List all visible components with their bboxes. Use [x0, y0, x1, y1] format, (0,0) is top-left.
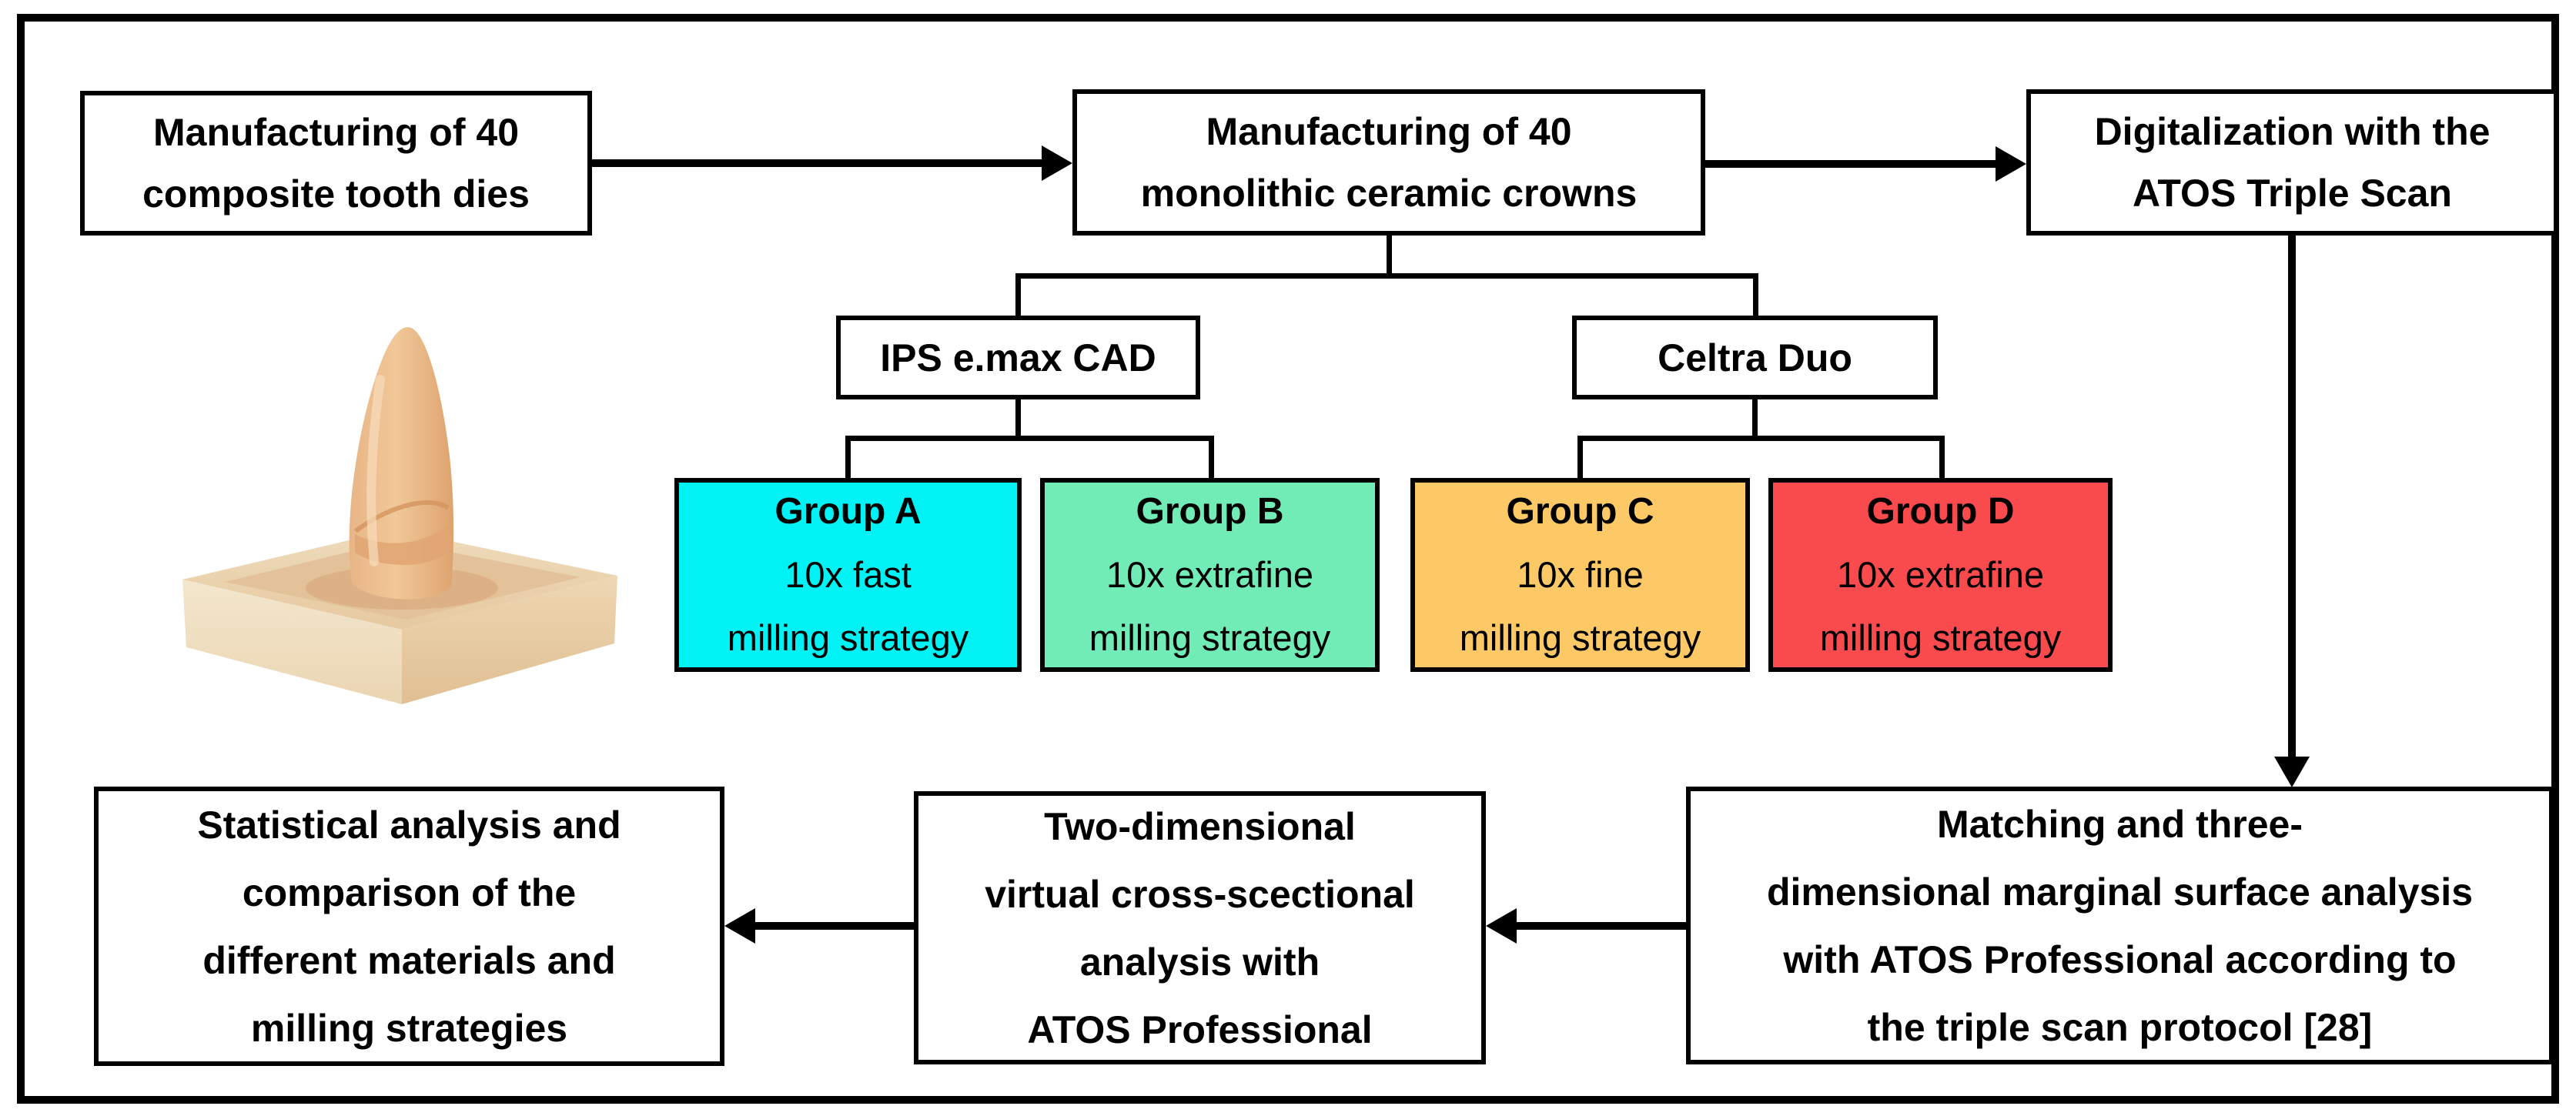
box-text-line: ATOS Professional	[1027, 1007, 1373, 1051]
connector-crowns-stem	[1387, 234, 1392, 277]
group-text-line: milling strategy	[727, 617, 969, 658]
connector-celtra-crossbar	[1577, 436, 1945, 441]
box-text-line: ATOS Triple Scan	[2133, 172, 2452, 215]
connector-emax-crossbar	[845, 436, 1214, 441]
connector-drop-group-b	[1209, 438, 1214, 479]
arrowhead-right-icon	[1042, 145, 1072, 181]
box-text-line: milling strategies	[250, 1006, 568, 1050]
box-text-line: Celtra Duo	[1658, 336, 1852, 379]
group-title: Group C	[1506, 491, 1654, 532]
connector-drop-group-a	[845, 438, 851, 479]
box-text-line: analysis with	[1079, 940, 1320, 984]
flow-box-statistical-analysis: Statistical analysis and comparison of t…	[94, 787, 724, 1066]
flow-box-celtra-duo: Celtra Duo	[1572, 316, 1938, 399]
box-text-line: IPS e.max CAD	[880, 336, 1156, 379]
arrow-line-digitalization-to-matching	[2288, 236, 2296, 759]
group-c-box: Group C 10x fine milling strategy	[1410, 478, 1750, 672]
arrowhead-right-icon	[1996, 146, 2026, 182]
box-text-line: composite tooth dies	[142, 172, 530, 216]
flow-box-ips-emax-cad: IPS e.max CAD	[836, 316, 1200, 399]
group-title: Group A	[774, 491, 922, 532]
connector-drop-celtra	[1753, 276, 1758, 317]
arrow-line-matching-to-2d	[1515, 922, 1686, 930]
flow-box-cross-sectional-analysis: Two-dimensional virtual cross-scectional…	[914, 791, 1486, 1064]
group-text-line: milling strategy	[1459, 617, 1701, 658]
connector-drop-emax	[1015, 276, 1021, 317]
flow-box-composite-tooth-dies: Manufacturing of 40 composite tooth dies	[80, 91, 592, 236]
box-text-line: Statistical analysis and	[197, 803, 621, 847]
connector-materials-crossbar	[1015, 273, 1758, 279]
flow-box-ceramic-crowns: Manufacturing of 40 monolithic ceramic c…	[1072, 89, 1705, 236]
group-text-line: milling strategy	[1089, 617, 1331, 658]
group-text-line: 10x fine	[1517, 554, 1644, 595]
box-text-line: dimensional marginal surface analysis	[1766, 870, 2474, 914]
group-text-line: 10x fast	[785, 554, 912, 595]
arrow-line-dies-to-crowns	[592, 159, 1043, 167]
group-title: Group B	[1136, 491, 1284, 532]
group-text-line: milling strategy	[1819, 617, 2062, 658]
group-b-box: Group B 10x extrafine milling strategy	[1040, 478, 1380, 672]
box-text-line: different materials and	[202, 938, 616, 982]
box-text-line: monolithic ceramic crowns	[1140, 172, 1638, 215]
composite-tooth-die-photo	[182, 327, 617, 704]
group-a-box: Group A 10x fast milling strategy	[674, 478, 1022, 672]
flow-box-digitalization: Digitalization with the ATOS Triple Scan	[2026, 89, 2558, 236]
group-title: Group D	[1866, 491, 2015, 532]
box-text-line: Digitalization with the	[2094, 110, 2491, 153]
connector-drop-group-d	[1939, 438, 1945, 479]
box-text-line: Matching and three-	[1936, 802, 2303, 846]
box-text-line: Two-dimensional	[1044, 804, 1356, 848]
box-text-line: Manufacturing of 40	[152, 111, 520, 154]
box-text-line: virtual cross-scectional	[985, 872, 1415, 916]
box-text-line: comparison of the	[242, 870, 577, 914]
group-d-box: Group D 10x extrafine milling strategy	[1768, 478, 2113, 672]
arrow-line-crowns-to-digitalization	[1705, 160, 1998, 168]
box-text-line: with ATOS Professional according to	[1783, 937, 2457, 981]
group-text-line: 10x extrafine	[1106, 554, 1314, 595]
flow-box-matching-analysis: Matching and three- dimensional marginal…	[1686, 787, 2554, 1064]
arrowhead-down-icon	[2274, 757, 2310, 787]
connector-emax-stem	[1015, 398, 1021, 438]
connector-drop-group-c	[1577, 438, 1583, 479]
box-text-line: Manufacturing of 40	[1206, 110, 1572, 153]
arrowhead-left-icon	[1486, 908, 1517, 944]
group-text-line: 10x extrafine	[1836, 554, 2045, 595]
arrowhead-left-icon	[724, 908, 755, 944]
box-text-line: the triple scan protocol [28]	[1867, 1005, 2373, 1049]
figure-border-frame: Manufacturing of 40 composite tooth dies…	[17, 14, 2559, 1104]
connector-celtra-stem	[1752, 398, 1758, 438]
arrow-line-2d-to-stats	[754, 922, 914, 930]
